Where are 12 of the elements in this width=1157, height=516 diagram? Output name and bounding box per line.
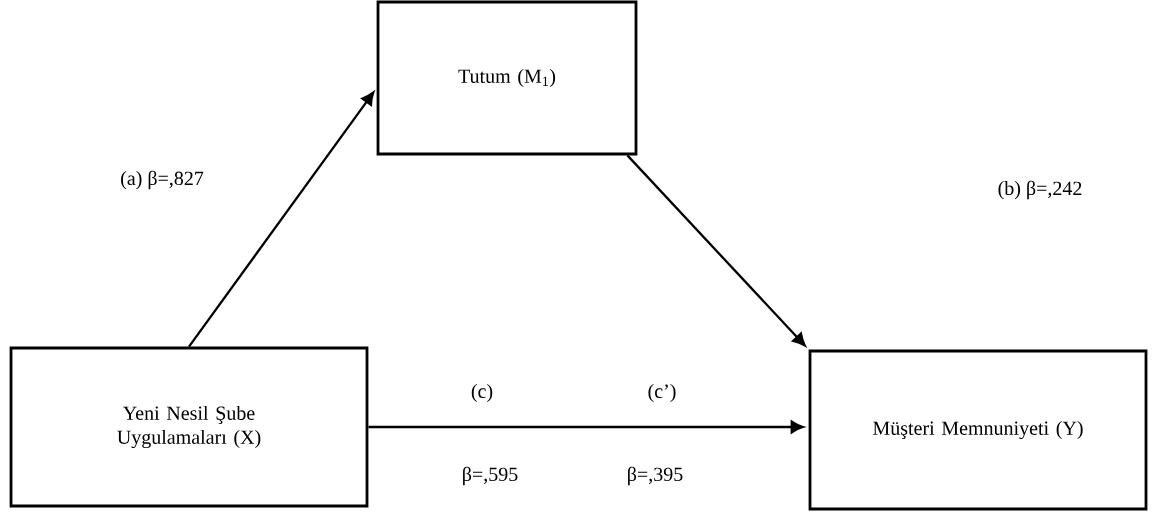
coefficient-label: β=,395: [628, 466, 683, 486]
arrow: [626, 154, 806, 347]
variable-box: Yeni Nesil Şube Uygulamaları (X): [9, 346, 369, 508]
coefficient-label: (a) β=,827: [121, 170, 204, 190]
coefficient-label: (c): [471, 383, 493, 403]
arrow: [368, 420, 804, 434]
arrow: [188, 91, 375, 348]
coefficient-label: β=,595: [463, 466, 518, 486]
coefficient-label: (c’): [648, 383, 676, 403]
variable-box: Tutum (M$_{1}$): [376, 0, 638, 156]
variable-box: Müşteri Memnuniyeti (Y): [808, 349, 1148, 511]
coefficient-label: (b) β=,242: [998, 180, 1082, 200]
